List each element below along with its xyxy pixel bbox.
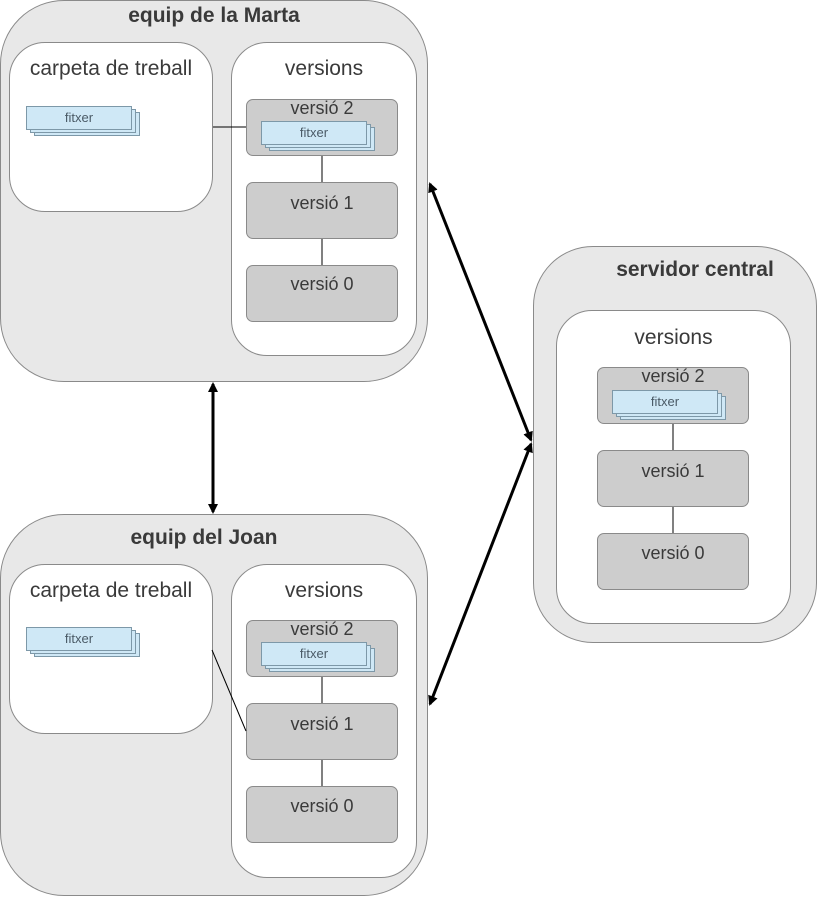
marta-workdir-file-stack: fitxer [26,106,142,138]
marta-title: equip de la Marta [128,4,300,27]
joan-version-1 [246,703,398,760]
marta-version-2-file-icon: fitxer [261,121,367,145]
joan-version-0 [246,786,398,843]
joan-repo-title: versions [284,579,364,602]
joan-workdir-title: carpeta de treball [29,579,193,602]
marta-version-0 [246,265,398,322]
marta-version-1-label: versió 1 [290,193,354,213]
marta-workdir-file-icon: fitxer [26,106,132,130]
server-version-2-file-icon: fitxer [612,390,718,414]
joan-workdir-file-stack: fitxer [26,627,142,659]
sync-arrow-joan-server [428,442,533,706]
server-version-2-file-stack: fitxer [612,390,728,422]
server-version-1-label: versió 1 [641,461,705,481]
joan-workdir-file-label: fitxer [64,631,94,646]
joan-version-2-label: versió 2 [290,619,354,639]
joan-version-0-label: versió 0 [290,796,354,816]
joan-checkout-link [211,649,247,732]
marta-version-2-file-label: fitxer [299,125,329,140]
server-version-2-file-label: fitxer [650,394,680,409]
joan-version-2-file-label: fitxer [299,646,329,661]
marta-version-2-label: versió 2 [290,98,354,118]
joan-version-1-label: versió 1 [290,714,354,734]
sync-arrow-marta-server [428,182,533,442]
server-version-0-label: versió 0 [641,543,705,563]
marta-version-1 [246,182,398,239]
marta-repo-title: versions [284,57,364,80]
server-version-2-label: versió 2 [641,366,705,386]
joan-version-2-file-icon: fitxer [261,642,367,666]
server-repo-title: versions [634,326,713,349]
joan-workdir-file-icon: fitxer [26,627,132,651]
joan-title: equip del Joan [130,526,278,549]
marta-version-2-file-stack: fitxer [261,121,377,153]
server-version-0 [597,533,749,590]
marta-workdir-file-label: fitxer [64,110,94,125]
server-version-1 [597,450,749,507]
marta-version-0-label: versió 0 [290,274,354,294]
joan-version-2-file-stack: fitxer [261,642,377,674]
server-title: servidor central [616,258,774,281]
marta-workdir-title: carpeta de treball [29,57,193,80]
